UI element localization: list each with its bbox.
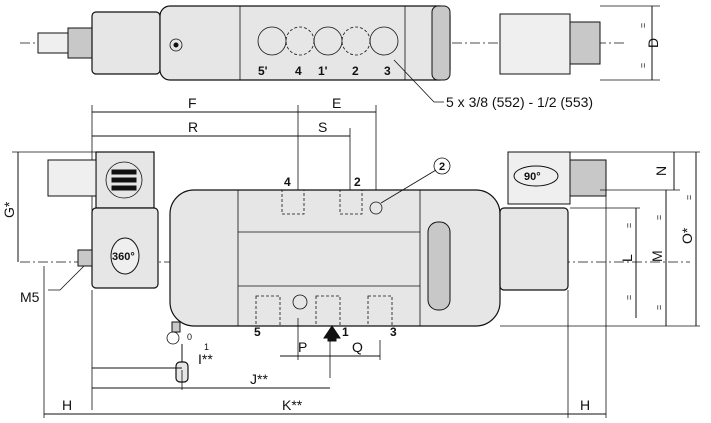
top-view: 5' 4 1' 2 3 5 x 3/8 (552) - 1/2 (553) D … (20, 5, 661, 110)
top-port-label-5: 5' (258, 64, 268, 78)
top-right-coil (499, 13, 571, 75)
top-port-3 (369, 26, 399, 56)
dim-j-label: J** (250, 371, 268, 387)
rotate-90-icon (513, 165, 559, 187)
top-right-end (431, 5, 451, 81)
inlet-arrow-stem (327, 336, 337, 342)
left-coil-fin-3 (111, 185, 137, 191)
left-coil-fin-1 (111, 169, 137, 175)
dim-s-label: S (318, 119, 327, 135)
left-coil-disc (105, 161, 143, 199)
top-d-eq-2: = (638, 63, 648, 68)
top-port-1 (313, 26, 343, 56)
top-d-label: D (645, 38, 661, 48)
body-end-cap (427, 221, 451, 311)
m5-label: M5 (20, 289, 40, 305)
port-label-2: 2 (354, 175, 361, 189)
m5-plug (77, 249, 93, 267)
override-label-1: 1 (204, 342, 209, 352)
dim-i-label: I** (198, 351, 213, 367)
top-port-label-4: 4 (295, 64, 302, 78)
dim-m-eq-1: = (654, 215, 664, 220)
port-1-hidden (315, 295, 341, 327)
dim-q-label: Q (352, 339, 363, 355)
left-coil-fin-2 (111, 177, 137, 183)
dim-l-eq-1: = (624, 223, 634, 228)
top-port-label-1: 1' (318, 64, 328, 78)
top-port-5 (257, 26, 287, 56)
top-callout-text: 5 x 3/8 (552) - 1/2 (553) (446, 94, 593, 110)
callout-circle-2 (433, 157, 451, 175)
port-5-hidden (255, 295, 281, 327)
dim-r-label: R (188, 119, 198, 135)
top-right-nut (569, 21, 601, 65)
pilot-port-leader (380, 169, 437, 204)
left-coil-connector (47, 159, 97, 197)
top-screw-icon (169, 38, 183, 52)
top-callout-leader (393, 59, 444, 103)
override-screw (171, 321, 181, 333)
port-2-hidden (339, 189, 363, 215)
top-screw-center (173, 42, 179, 48)
rotate-90-label: 90° (524, 171, 541, 183)
override-label-0: 0 (187, 332, 192, 342)
dim-e-label: E (332, 95, 341, 111)
dim-l-eq-2: = (624, 295, 634, 300)
rotate-360-icon (110, 237, 140, 275)
port-label-1: 1 (342, 325, 349, 339)
dim-p-label: P (298, 339, 307, 355)
top-port-label-3: 3 (384, 64, 391, 78)
rotate-360-label: 360° (112, 251, 135, 263)
inlet-arrow-icon (323, 325, 341, 339)
top-port-label-2: 2 (352, 64, 359, 78)
port-label-5: 5 (254, 325, 261, 339)
top-d-eq-1: = (638, 23, 648, 28)
dim-o-label: O* (679, 227, 695, 244)
port-4-hidden (281, 189, 305, 215)
override-symbol-icon (166, 331, 180, 345)
dim-l-label: L (619, 254, 635, 262)
dim-h-right-label: H (580, 397, 590, 413)
top-main-body (159, 5, 451, 81)
top-left-nut (67, 27, 93, 59)
port-label-4: 4 (284, 175, 291, 189)
front-view: F E R S 360° M5 G* 4 2 (1, 95, 700, 418)
dim-f-label: F (188, 95, 197, 111)
top-left-fitting (37, 32, 69, 54)
right-operator-body (499, 207, 569, 291)
dim-o-eq: = (684, 195, 694, 200)
port-label-3: 3 (390, 325, 397, 339)
pilot-port (369, 201, 383, 215)
dim-m-eq-2: = (654, 305, 664, 310)
dim-m-label: M (649, 250, 665, 262)
callout-circle-2-label: 2 (439, 161, 445, 173)
dim-k-label: K** (282, 397, 303, 413)
port-3-hidden (367, 295, 393, 327)
dim-n-label: N (653, 166, 669, 176)
m5-leader (48, 265, 85, 291)
right-coil-connector (569, 159, 607, 197)
dim-h-left-label: H (62, 397, 72, 413)
g-label: G* (1, 201, 17, 218)
mount-hole (292, 294, 308, 310)
top-left-coil (91, 11, 161, 75)
